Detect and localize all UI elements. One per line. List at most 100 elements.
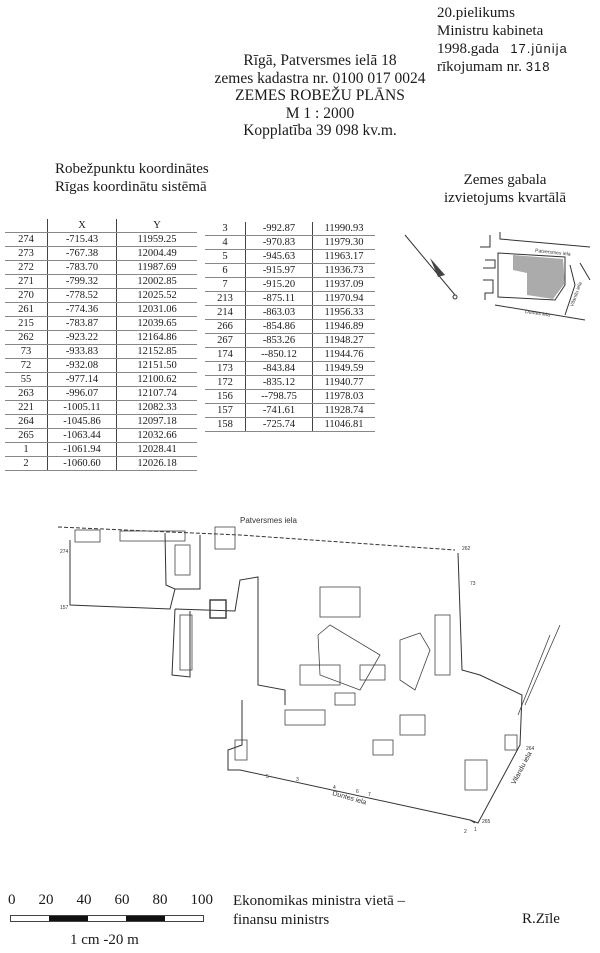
cell-x: -783.70 bbox=[47, 260, 117, 275]
cell-y: 12100.62 bbox=[116, 372, 197, 387]
cell-point: 6 bbox=[205, 263, 246, 278]
cell-point: 55 bbox=[5, 372, 48, 387]
cell-point: 1 bbox=[5, 442, 48, 457]
scale-bar-ticks: 0 20 40 60 80 100 bbox=[8, 892, 213, 909]
cell-y: 12004.49 bbox=[116, 246, 197, 261]
location-title: Zemes gabala izvietojums kvartālā bbox=[440, 171, 570, 207]
cell-y: 12002.85 bbox=[116, 274, 197, 289]
point-labels: 274 157 262 73 264 265 1 2 3 4 5 6 7 bbox=[60, 546, 535, 835]
cell-x: -835.12 bbox=[245, 375, 313, 390]
cell-y: 11940.77 bbox=[312, 375, 375, 390]
cell-x: -1045.86 bbox=[47, 414, 117, 429]
order-label: rīkojumam nr. bbox=[437, 59, 522, 75]
coordinates-title-line2: Rīgas koordinātu sistēmā bbox=[55, 179, 207, 195]
cell-x: -1061.94 bbox=[47, 442, 117, 457]
point-label: 6 bbox=[356, 789, 359, 795]
point-label: 1 bbox=[474, 827, 477, 833]
scale-bar bbox=[10, 915, 204, 922]
column-header-x: X bbox=[47, 219, 117, 233]
cell-y: 11959.25 bbox=[116, 232, 197, 247]
annex-date: 1998.gada 17.jūnija bbox=[437, 40, 568, 58]
cell-x: -725.74 bbox=[245, 417, 313, 432]
cell-point: 172 bbox=[205, 375, 246, 390]
buildings bbox=[74, 526, 561, 791]
cell-x: -1005.11 bbox=[47, 400, 117, 415]
cell-y: 12031.06 bbox=[116, 302, 197, 317]
point-label: 157 bbox=[60, 605, 69, 611]
cell-y: 11979.30 bbox=[312, 235, 375, 250]
cell-point: 156 bbox=[205, 389, 246, 404]
annex-order: rīkojumam nr. 318 bbox=[437, 58, 568, 76]
cell-y: 11956.33 bbox=[312, 305, 375, 320]
point-label: 73 bbox=[470, 581, 476, 587]
cell-x: --850.12 bbox=[245, 347, 313, 362]
cell-point: 221 bbox=[5, 400, 48, 415]
cell-point: 261 bbox=[5, 302, 48, 317]
parcel-boundary bbox=[57, 526, 523, 824]
cell-x: -977.14 bbox=[47, 372, 117, 387]
cell-y: 12028.41 bbox=[116, 442, 197, 457]
cell-y: 12032.66 bbox=[116, 428, 197, 443]
cell-y: 12082.33 bbox=[116, 400, 197, 415]
cell-point: 270 bbox=[5, 288, 48, 303]
cell-x: --798.75 bbox=[245, 389, 313, 404]
cell-y: 11970.94 bbox=[312, 291, 375, 306]
street-label-patversmes: Patversmes iela bbox=[240, 516, 297, 525]
cell-point: 266 bbox=[205, 319, 246, 334]
cell-x: -970.83 bbox=[245, 235, 313, 250]
cell-y: 12107.74 bbox=[116, 386, 197, 401]
cell-y: 11990.93 bbox=[312, 222, 375, 236]
cell-point: 263 bbox=[5, 386, 48, 401]
cell-point: 214 bbox=[205, 305, 246, 320]
cell-y: 11963.17 bbox=[312, 249, 375, 264]
document-header: Rīgā, Patversmes ielā 18 zemes kadastra … bbox=[170, 52, 470, 140]
cell-point: 274 bbox=[5, 232, 48, 247]
cell-x: -945.63 bbox=[245, 249, 313, 264]
cell-y: 11936.73 bbox=[312, 263, 375, 278]
cell-x: -996.07 bbox=[47, 386, 117, 401]
scale-bar-label: 1 cm -20 m bbox=[70, 932, 139, 948]
cell-x: -923.22 bbox=[47, 330, 117, 345]
point-label: 264 bbox=[526, 746, 535, 752]
cell-point: 272 bbox=[5, 260, 48, 275]
location-map: Patversmes iela Duntes iela Vilandu iela bbox=[404, 232, 591, 321]
cell-y: 12026.18 bbox=[116, 456, 197, 471]
map-scale: M 1 : 2000 bbox=[285, 104, 355, 122]
cell-x: -783.87 bbox=[47, 316, 117, 331]
annex-number: 20.pielikums bbox=[437, 5, 515, 21]
location-title-line2: izvietojums kvartālā bbox=[443, 190, 567, 206]
cell-point: 5 bbox=[205, 249, 246, 264]
location-title-line1: Zemes gabala bbox=[463, 172, 547, 188]
annex-day: 17.jūnija bbox=[510, 41, 568, 56]
cell-x: -843.84 bbox=[245, 361, 313, 376]
cell-x: -992.87 bbox=[245, 222, 313, 236]
coordinates-title: Robežpunktu koordinātes Rīgas koordinātu… bbox=[55, 160, 209, 196]
cell-point: 3 bbox=[205, 222, 246, 236]
scale-tick: 80 bbox=[152, 892, 168, 908]
cell-point: 7 bbox=[205, 277, 246, 292]
point-label: 274 bbox=[60, 549, 69, 555]
point-label: 265 bbox=[482, 819, 491, 825]
cell-y: 11978.03 bbox=[312, 389, 375, 404]
signatory-line1: Ekonomikas ministra vietā – bbox=[233, 893, 406, 909]
cell-point: 265 bbox=[5, 428, 48, 443]
cell-x: -778.52 bbox=[47, 288, 117, 303]
cell-x: -932.08 bbox=[47, 358, 117, 373]
cell-point: 267 bbox=[205, 333, 246, 348]
scale-tick: 40 bbox=[76, 892, 92, 908]
point-label: 5 bbox=[266, 774, 269, 780]
cell-x: -1063.44 bbox=[47, 428, 117, 443]
